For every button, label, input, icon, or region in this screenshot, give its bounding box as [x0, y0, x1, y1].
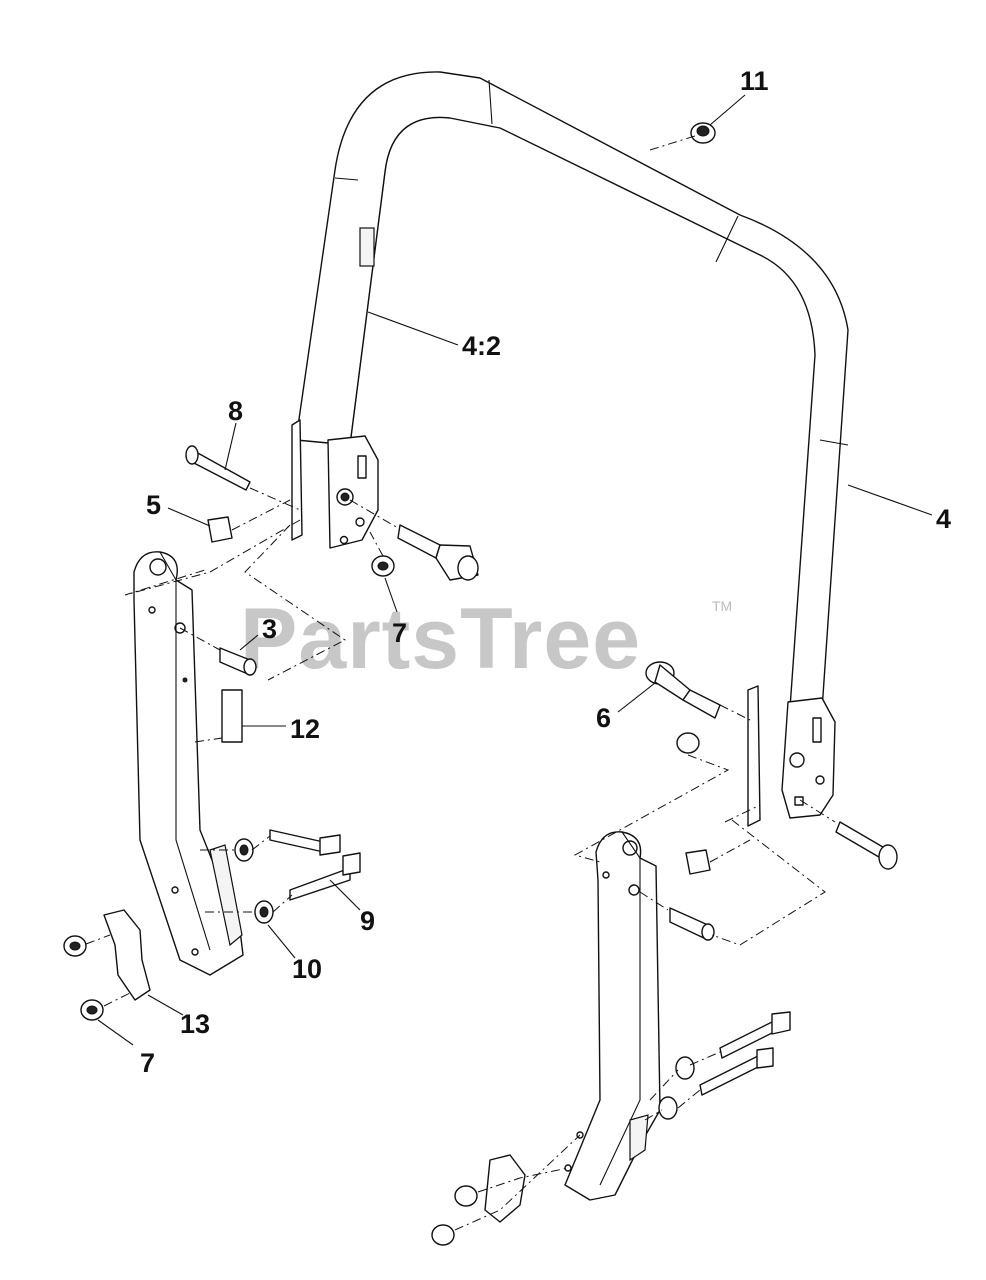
right-bracket-plate [781, 697, 836, 819]
callout-10: 10 [292, 954, 322, 984]
left-latch [397, 524, 479, 581]
part-5-clip [207, 516, 233, 543]
callout-13: 13 [180, 1009, 210, 1039]
part-12-decal [221, 689, 243, 743]
watermark: PartsTree [240, 591, 641, 687]
callout-8: 8 [228, 396, 243, 426]
callout-6: 6 [596, 703, 611, 733]
left-bracket-plate [327, 435, 379, 549]
part-8-pin [185, 445, 251, 491]
part-9-bolt [269, 829, 361, 901]
assembly-lines [85, 134, 836, 1231]
callout-9: 9 [360, 906, 375, 936]
decal-label [359, 227, 375, 267]
left-leg [133, 551, 244, 976]
roll-bar-upper [291, 71, 849, 827]
right-inner-plate [747, 685, 761, 827]
callouts: 11 4:2 4 8 5 3 7 12 6 9 10 13 7 [140, 66, 951, 1078]
callout-7-upper: 7 [392, 618, 407, 648]
right-leg [564, 831, 661, 1201]
callout-11: 11 [740, 66, 769, 96]
callout-3: 3 [262, 614, 277, 644]
part-13-plate [103, 909, 151, 1001]
callout-4-2: 4:2 [462, 331, 501, 361]
callout-5: 5 [146, 490, 161, 520]
part-6-latch [645, 661, 721, 719]
watermark-tm: TM [712, 598, 732, 614]
callout-12: 12 [290, 714, 320, 744]
callout-4: 4 [936, 504, 951, 534]
callout-7-lower: 7 [140, 1048, 155, 1078]
left-inner-plate [291, 419, 303, 541]
hardware [63, 122, 898, 1246]
leader-lines [97, 94, 933, 1046]
